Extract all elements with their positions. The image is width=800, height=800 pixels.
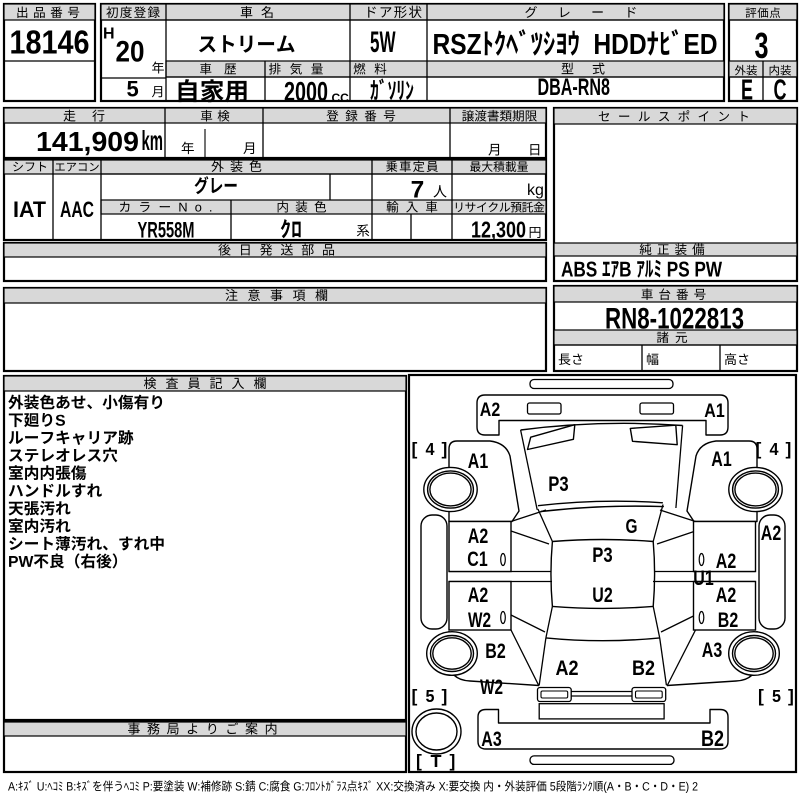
svg-text:]: ] (450, 751, 456, 771)
svg-text:A2: A2 (556, 656, 579, 680)
svg-text:W2: W2 (480, 675, 503, 699)
svg-text:4: 4 (770, 439, 779, 459)
svg-text:H: H (103, 26, 115, 43)
svg-text:A1: A1 (711, 447, 731, 471)
svg-text:]: ] (442, 439, 448, 459)
svg-text:20: 20 (116, 36, 145, 69)
svg-text:A2: A2 (716, 583, 736, 607)
svg-text:YR558M: YR558M (138, 218, 195, 243)
svg-text:5: 5 (127, 76, 139, 101)
svg-text:B2: B2 (701, 726, 724, 751)
svg-text:[: [ (756, 439, 762, 459)
svg-text:[: [ (758, 686, 764, 706)
svg-text:C1: C1 (467, 547, 487, 571)
svg-text:U1: U1 (693, 566, 713, 590)
svg-text:A3: A3 (702, 638, 722, 662)
svg-text:P3: P3 (548, 472, 568, 496)
svg-text:A2: A2 (468, 524, 488, 548)
svg-text:A2: A2 (480, 400, 500, 421)
svg-text:A2: A2 (468, 583, 488, 607)
svg-text:2000: 2000 (284, 76, 328, 107)
svg-text:]: ] (442, 686, 448, 706)
svg-text:W2: W2 (468, 608, 491, 632)
svg-text:141,909: 141,909 (36, 126, 139, 157)
svg-text:kg: kg (527, 182, 544, 199)
svg-text:E: E (741, 75, 753, 107)
svg-text:A2: A2 (761, 521, 781, 545)
svg-text:18146: 18146 (10, 24, 90, 61)
svg-text:DBA-RN8: DBA-RN8 (538, 74, 611, 101)
svg-text:A1: A1 (468, 449, 488, 473)
svg-text:5: 5 (772, 686, 781, 706)
svg-text:B2: B2 (632, 656, 655, 680)
svg-text:A3: A3 (481, 727, 501, 751)
svg-text:7: 7 (411, 176, 425, 203)
svg-text:4: 4 (426, 439, 435, 459)
svg-text:G: G (626, 516, 638, 538)
svg-text:CC: CC (332, 91, 350, 105)
svg-text:IAT: IAT (13, 197, 47, 222)
svg-text:A1: A1 (704, 401, 725, 422)
svg-text:A2: A2 (716, 549, 736, 573)
svg-text:T: T (431, 751, 442, 771)
svg-text:AAC: AAC (60, 197, 94, 222)
svg-text:km: km (142, 125, 164, 156)
svg-text:RN8-1022813: RN8-1022813 (605, 303, 744, 336)
svg-text:P3: P3 (592, 543, 612, 567)
svg-text:]: ] (786, 439, 792, 459)
svg-text:C: C (774, 75, 787, 107)
svg-text:5: 5 (426, 686, 435, 706)
svg-text:B2: B2 (485, 639, 505, 663)
svg-text:3: 3 (755, 25, 769, 66)
svg-text:12,300: 12,300 (471, 217, 526, 243)
svg-text:U2: U2 (592, 583, 612, 607)
svg-text:]: ] (788, 686, 794, 706)
svg-text:[: [ (412, 686, 418, 706)
svg-text:[: [ (412, 439, 418, 459)
svg-text:5W: 5W (370, 26, 396, 59)
svg-text:[: [ (416, 751, 422, 771)
svg-text:B2: B2 (718, 608, 738, 632)
